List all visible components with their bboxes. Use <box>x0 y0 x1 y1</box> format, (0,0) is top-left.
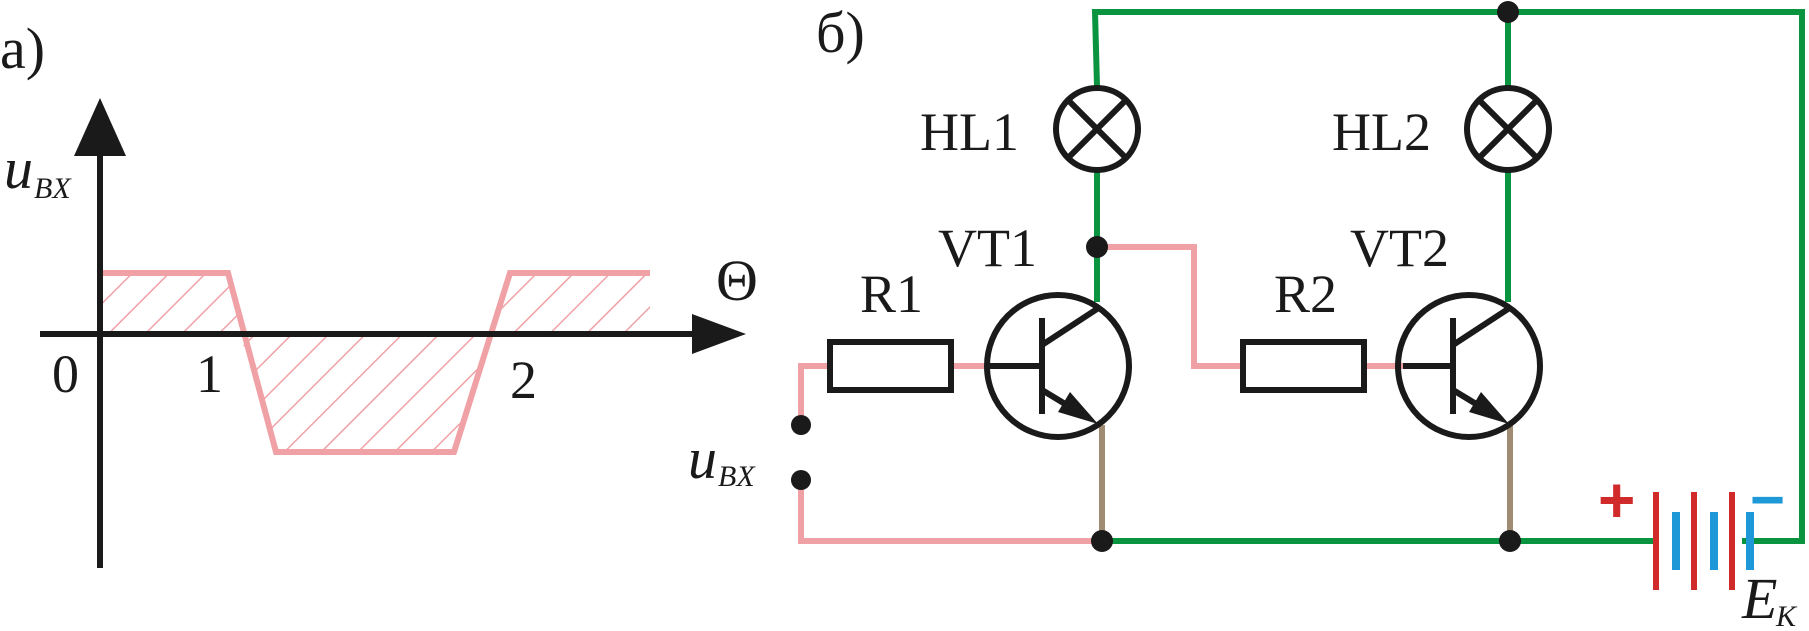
panel-a-label: а) <box>0 16 45 81</box>
input-waveform <box>100 270 650 455</box>
lamp-hl2 <box>1464 85 1552 173</box>
y-axis-label: u <box>4 136 33 201</box>
y-axis-label-sub: BX <box>34 172 72 205</box>
input-terminal-top <box>791 415 811 435</box>
resistor-r1-label: R1 <box>860 264 923 324</box>
x-axis-label: Θ <box>716 248 758 313</box>
battery-label-sub: K <box>1775 600 1798 631</box>
battery-minus-sign: − <box>1750 466 1785 533</box>
lamp-hl1 <box>1053 85 1141 173</box>
panel-b: б) HL1 HL2 R1 R2 <box>688 0 1805 631</box>
waveform-hatch-negative <box>240 334 490 452</box>
panel-a: а) u BX Θ 0 1 2 <box>0 16 758 568</box>
transistor-vt1 <box>984 292 1132 440</box>
junction-top-right <box>1497 1 1519 23</box>
lamp-hl1-label: HL1 <box>920 102 1019 162</box>
input-wire-top <box>798 363 830 425</box>
transistor-vt2-label: VT2 <box>1350 218 1449 278</box>
junction-ground-vt2 <box>1499 530 1521 552</box>
junction-vt1-collector <box>1086 236 1108 258</box>
resistor-r2-label: R2 <box>1274 264 1337 324</box>
panel-b-label: б) <box>816 0 865 65</box>
input-terminal-bottom <box>791 470 811 490</box>
junction-ground-vt1 <box>1091 530 1113 552</box>
battery-ek <box>1653 492 1754 590</box>
input-label-sub: BX <box>718 460 756 493</box>
tick-label-1: 1 <box>196 344 223 404</box>
resistor-r1 <box>827 339 954 393</box>
input-wire-bottom <box>798 480 1102 544</box>
tick-label-2: 2 <box>510 350 537 410</box>
coupling-wire <box>1097 244 1243 369</box>
resistor-r2 <box>1240 339 1367 393</box>
y-axis-arrow-icon <box>74 98 126 156</box>
power-rail-top <box>1091 9 1805 544</box>
battery-plus-sign: + <box>1598 464 1635 536</box>
transistor-vt2 <box>1395 292 1543 440</box>
vt2-emitter-arrow-icon <box>1469 392 1509 424</box>
waveform-hatch-positive-1 <box>100 273 240 334</box>
lamp-hl2-label: HL2 <box>1332 102 1431 162</box>
battery-label: E <box>1741 566 1777 631</box>
tick-label-0: 0 <box>52 344 79 404</box>
input-label: u <box>688 426 717 491</box>
x-axis-arrow-icon <box>692 314 746 354</box>
transistor-vt1-label: VT1 <box>938 218 1037 278</box>
waveform-hatch-positive-2 <box>490 273 650 334</box>
vt1-emitter-arrow-icon <box>1058 392 1098 424</box>
